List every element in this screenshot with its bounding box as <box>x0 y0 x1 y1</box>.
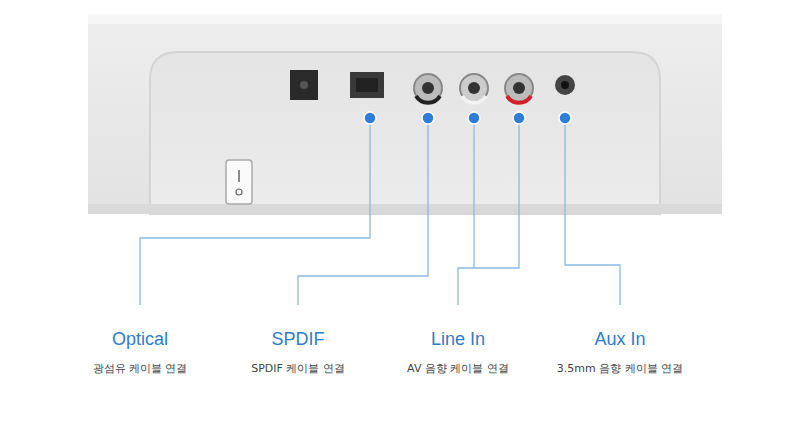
port-name: Aux In <box>594 329 645 350</box>
port-name: SPDIF <box>271 329 324 350</box>
port-name: Optical <box>112 329 168 350</box>
port-description: AV 음향 케이블 연결 <box>407 361 509 376</box>
port-description: SPDIF 케이블 연결 <box>251 361 345 376</box>
port-description: 광섬유 케이블 연결 <box>93 361 188 376</box>
port-name: Line In <box>431 329 485 350</box>
port-description: 3.5mm 음향 케이블 연결 <box>557 361 683 376</box>
